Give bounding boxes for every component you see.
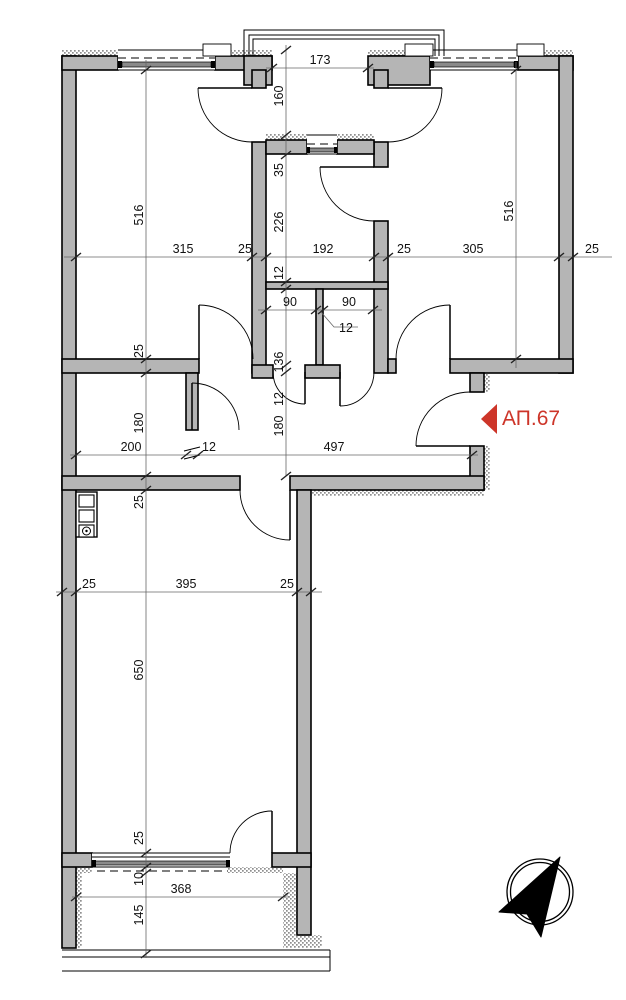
door-balcony-right: [387, 87, 443, 143]
dimension-label: 173: [310, 53, 331, 67]
dimension-label: 650: [132, 660, 146, 681]
dimension-label: 226: [272, 212, 286, 233]
dimension-label: 35: [272, 163, 286, 177]
dimension-label: 12: [272, 266, 286, 280]
dimension-label: 90: [283, 295, 297, 309]
electrical-panel-icon: [75, 491, 98, 538]
dimension-labels: 173 315 25 192 25 305 25 90 90 12 200 12 497 25 395 25 3…: [82, 53, 599, 925]
dimension-label: 25: [132, 831, 146, 845]
door-closet-right: [339, 371, 375, 407]
dimension-label: 90: [342, 295, 356, 309]
walls: [61, 55, 574, 949]
dimension-label: 12: [272, 392, 286, 406]
dimension-label: 25: [238, 242, 252, 256]
dimension-label: 160: [272, 86, 286, 107]
dimension-label: 25: [585, 242, 599, 256]
door-room-left: [198, 304, 254, 360]
door-living-room: [239, 489, 291, 541]
window-kitchen: [306, 134, 338, 155]
doors: [183, 87, 471, 854]
dimension-label: 368: [171, 882, 192, 896]
dimension-label: 516: [132, 205, 146, 226]
dimension-label: 12: [339, 321, 353, 335]
door-closet-left: [272, 371, 306, 405]
dimension-label: 25: [280, 577, 294, 591]
dimension-label: 497: [324, 440, 345, 454]
window-box: [202, 43, 232, 57]
window-top-left: [118, 49, 215, 71]
dimension-label: 516: [502, 201, 516, 222]
dimension-label: 25: [397, 242, 411, 256]
dimension-label: 180: [272, 416, 286, 437]
dimension-label: 200: [121, 440, 142, 454]
dimension-label: 12: [202, 440, 216, 454]
door-entrance: [415, 391, 471, 447]
windows: [92, 43, 545, 872]
door-room-right: [395, 304, 451, 360]
balcony-railing-bottom: [62, 949, 331, 972]
dimension-label: 136: [272, 352, 286, 373]
window-top-right: [430, 49, 518, 71]
balcony-railing-top: [243, 29, 445, 56]
dimension-label: 145: [132, 905, 146, 926]
window-bottom: [92, 852, 230, 872]
dimension-label: 192: [313, 242, 334, 256]
door-kitchen: [319, 166, 375, 222]
dimension-label: 180: [132, 413, 146, 434]
north-arrow-icon: [498, 856, 574, 938]
dimension-label: 395: [176, 577, 197, 591]
dimension-label: 25: [132, 344, 146, 358]
window-box: [404, 43, 434, 57]
door-balcony-left: [197, 87, 253, 143]
dimension-label: 10: [132, 872, 146, 886]
door-balcony-bottom: [229, 810, 273, 854]
dimension-label: 315: [173, 242, 194, 256]
dimension-label: 305: [463, 242, 484, 256]
dimension-lines: [56, 45, 612, 959]
apartment-number: АП.67: [502, 407, 560, 430]
entrance-arrow-icon: [481, 404, 497, 434]
apartment-entrance-label: АП.67: [481, 404, 560, 434]
dimension-label: 25: [132, 495, 146, 509]
window-box: [516, 43, 545, 57]
dimension-label: 25: [82, 577, 96, 591]
